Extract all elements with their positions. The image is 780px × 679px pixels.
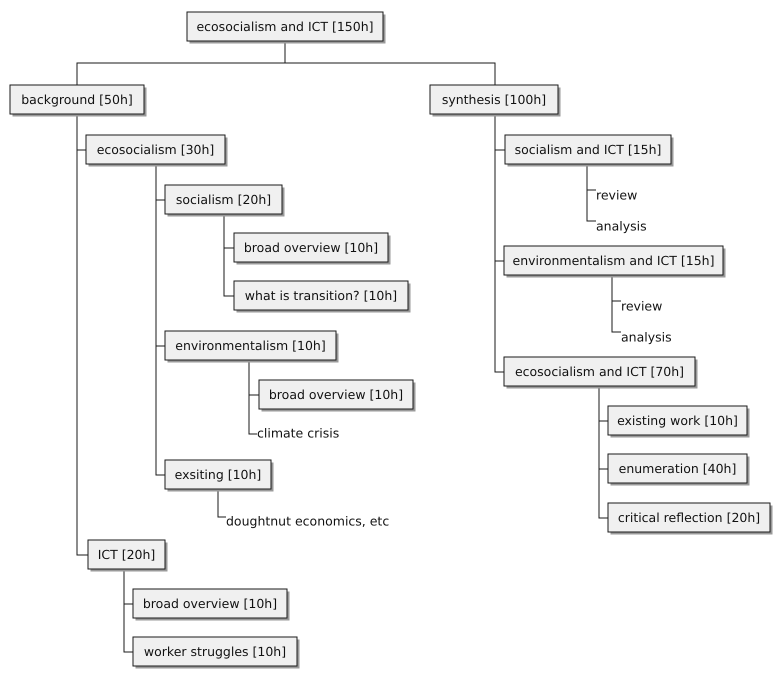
tree-edge	[586, 164, 596, 191]
node-box[interactable]	[85, 134, 226, 165]
node-label: what is transition? [10h]	[245, 288, 397, 303]
node-box[interactable]	[164, 184, 283, 215]
tree-node[interactable]: existing work [10h]	[607, 405, 750, 438]
tree-edge	[586, 164, 596, 222]
node-box[interactable]	[233, 232, 389, 263]
node-label: critical reflection [20h]	[618, 510, 760, 525]
node-box[interactable]	[503, 245, 724, 276]
node-box[interactable]	[132, 588, 288, 619]
tree-node[interactable]: socialism and ICT [15h]	[504, 134, 674, 167]
node-label: ICT [20h]	[98, 547, 156, 562]
tree-leaf-label: review	[621, 298, 662, 313]
tree-edge	[217, 489, 226, 518]
tree-edge	[611, 275, 621, 302]
tree-node[interactable]: environmentalism and ICT [15h]	[503, 245, 726, 278]
tree-edge	[611, 275, 621, 333]
node-label: broad overview [10h]	[244, 240, 378, 255]
leaf-label: doughtnut economics, etc	[226, 513, 389, 528]
tree-leaf-label: analysis	[621, 329, 672, 344]
node-box[interactable]	[429, 84, 559, 115]
tree-leaf-label: doughtnut economics, etc	[226, 513, 389, 528]
tree-node[interactable]: ecosocialism [30h]	[85, 134, 228, 167]
node-box[interactable]	[258, 379, 414, 410]
tree-edge	[223, 214, 234, 297]
nodes-layer: ecosocialism and ICT [150h] background [5…	[9, 11, 773, 669]
leaf-label: analysis	[596, 218, 647, 233]
node-box[interactable]	[504, 134, 672, 165]
tree-node[interactable]: background [50h]	[9, 84, 147, 117]
tree-edge	[598, 386, 608, 470]
node-label: existing work [10h]	[617, 413, 738, 428]
tree-node[interactable]: socialism [20h]	[164, 184, 285, 217]
tree-edge	[155, 164, 165, 201]
node-label: broad overview [10h]	[269, 387, 403, 402]
node-label: socialism [20h]	[176, 192, 271, 207]
node-box[interactable]	[233, 280, 409, 311]
node-box[interactable]	[132, 636, 298, 667]
tree-edge	[598, 386, 608, 519]
node-box[interactable]	[607, 405, 748, 436]
tree-node[interactable]: environmentalism [10h]	[164, 330, 339, 363]
tree-edge	[494, 114, 504, 262]
leaf-label: review	[621, 298, 662, 313]
node-label: ecosocialism and ICT [70h]	[515, 364, 684, 379]
node-label: exsiting [10h]	[175, 467, 262, 482]
leaf-label: review	[596, 187, 637, 202]
tree-leaf-label: review	[596, 187, 637, 202]
node-box[interactable]	[607, 453, 748, 484]
leaf-label: climate crisis	[257, 425, 339, 440]
edges-layer	[76, 41, 621, 653]
node-label: environmentalism and ICT [15h]	[513, 253, 715, 268]
leaf-label: analysis	[621, 329, 672, 344]
tree-node[interactable]: worker struggles [10h]	[132, 636, 300, 669]
tree-edge	[284, 41, 496, 85]
tree-edge	[248, 360, 257, 435]
tree-node[interactable]: ecosocialism and ICT [150h]	[186, 11, 386, 44]
tree-edge	[494, 114, 505, 151]
tree-node[interactable]: ecosocialism and ICT [70h]	[503, 356, 698, 389]
node-box[interactable]	[186, 11, 384, 42]
tree-node[interactable]: broad overview [10h]	[258, 379, 416, 412]
tree-node[interactable]: broad overview [10h]	[233, 232, 391, 265]
tree-edge	[155, 164, 165, 347]
node-box[interactable]	[164, 330, 337, 361]
tree-node[interactable]: exsiting [10h]	[164, 459, 274, 492]
node-label: worker struggles [10h]	[144, 644, 286, 659]
node-label: enumeration [40h]	[619, 461, 737, 476]
tree-edge	[76, 114, 88, 556]
tree-edge	[76, 114, 86, 151]
tree-node[interactable]: what is transition? [10h]	[233, 280, 411, 313]
tree-node[interactable]: synthesis [100h]	[429, 84, 561, 117]
tree-leaf-label: climate crisis	[257, 425, 339, 440]
node-box[interactable]	[164, 459, 272, 490]
tree-edge	[248, 360, 259, 396]
tree-node[interactable]: enumeration [40h]	[607, 453, 750, 486]
tree-edge	[123, 569, 133, 653]
node-label: synthesis [100h]	[442, 92, 546, 107]
tree-node[interactable]: critical reflection [20h]	[607, 502, 773, 535]
node-label: socialism and ICT [15h]	[515, 142, 662, 157]
node-box[interactable]	[87, 539, 166, 570]
node-label: ecosocialism and ICT [150h]	[196, 19, 373, 34]
node-box[interactable]	[9, 84, 145, 115]
tree-edge	[494, 114, 504, 373]
tree-node[interactable]: ICT [20h]	[87, 539, 168, 572]
node-box[interactable]	[607, 502, 771, 533]
tree-node[interactable]: broad overview [10h]	[132, 588, 290, 621]
node-label: ecosocialism [30h]	[97, 142, 215, 157]
tree-edge	[76, 41, 286, 85]
tree-leaf-label: analysis	[596, 218, 647, 233]
node-label: environmentalism [10h]	[175, 338, 325, 353]
node-label: background [50h]	[21, 92, 133, 107]
node-label: broad overview [10h]	[143, 596, 277, 611]
tree-edge	[598, 386, 608, 422]
tree-edge	[223, 214, 234, 249]
tree-edge	[123, 569, 133, 605]
node-box[interactable]	[503, 356, 696, 387]
tree-edge	[155, 164, 165, 476]
